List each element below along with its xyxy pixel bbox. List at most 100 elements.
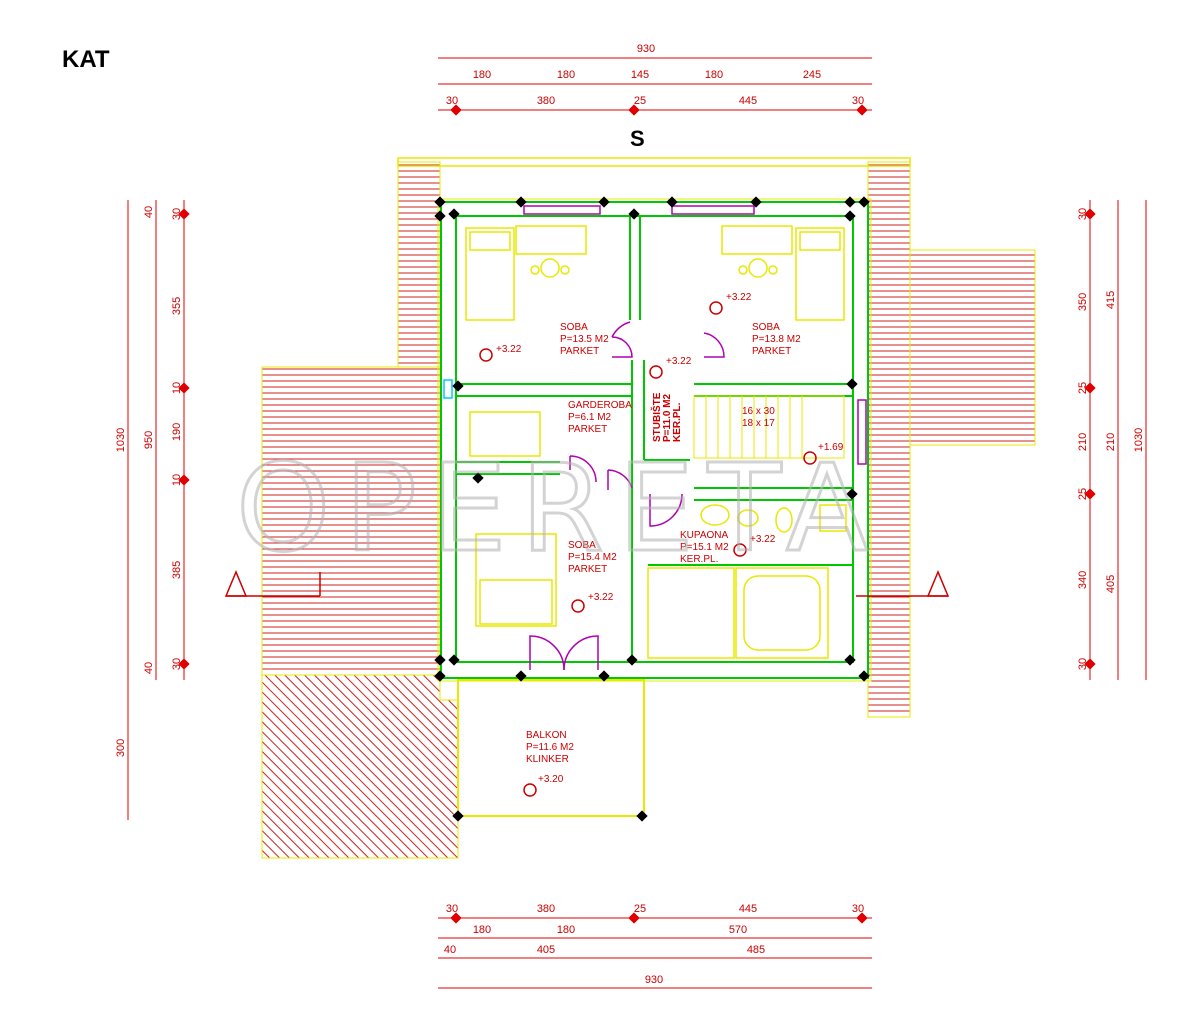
dim-left-in-3: 10 — [171, 382, 183, 394]
balcony-outline — [457, 679, 645, 817]
room-soba-2: SOBA P=13.8 M2 PARKET +3.22 — [726, 292, 801, 357]
dim-bot-r1-4: 445 — [739, 903, 757, 915]
dim-bot-r1-5: 30 — [852, 903, 864, 915]
watermark: OPERETA — [236, 440, 882, 579]
staircase — [693, 395, 845, 459]
room-area: P=15.1 M2 — [680, 542, 729, 553]
outer-walls — [437, 198, 872, 682]
room-area: P=11.0 M2 — [662, 393, 673, 442]
room-floor: PARKET — [568, 564, 607, 575]
dim-top-r1-4: 180 — [705, 69, 723, 81]
hall-level: +3.22 — [666, 356, 692, 367]
stairs-steps-2: 18 x 17 — [742, 418, 775, 429]
room-level: +3.22 — [588, 592, 614, 603]
dim-right-in-2: 350 — [1077, 293, 1089, 311]
dim-bot-r2-2: 180 — [557, 924, 575, 936]
dim-right-in-7: 30 — [1077, 658, 1089, 670]
room-label: SOBA — [560, 322, 588, 333]
roof-hatching — [261, 157, 1036, 859]
room-garderoba: GARDEROBA P=6.1 M2 PARKET — [568, 400, 632, 435]
room-label: SOBA — [568, 540, 596, 551]
room-label: SOBA — [752, 322, 780, 333]
room-floor: KLINKER — [526, 754, 569, 765]
room-kupaona: KUPAONA P=15.1 M2 KER.PL. +3.22 — [680, 530, 776, 565]
room-area: P=11.6 M2 — [526, 742, 574, 753]
north-indicator: S — [630, 126, 645, 151]
room-label: BALKON — [526, 730, 567, 741]
interior-walls — [456, 216, 853, 660]
room-area: P=15.4 M2 — [568, 552, 617, 563]
room-area: P=13.8 M2 — [752, 334, 801, 345]
dim-right-mid-1: 415 — [1105, 291, 1117, 309]
dim-right-in-4: 210 — [1077, 433, 1089, 451]
dim-top-r1-3: 145 — [631, 69, 649, 81]
dim-right-outer: 1030 — [1133, 428, 1145, 452]
dim-left-outer-1: 1030 — [115, 428, 127, 452]
level-markers — [479, 301, 817, 797]
dim-bot-r3-2: 405 — [537, 944, 555, 956]
dim-right-in-5: 25 — [1077, 488, 1089, 500]
room-floor: PARKET — [752, 346, 791, 357]
room-area: P=6.1 M2 — [568, 412, 612, 423]
room-stubiste: STUBIŠTE P=11.0 M2 KER.PL. — [650, 392, 683, 442]
dim-bot-r3-3: 485 — [747, 944, 765, 956]
section-markers — [224, 570, 950, 597]
dim-bot-r3-1: 40 — [444, 944, 456, 956]
dim-bot-r2-1: 180 — [473, 924, 491, 936]
room-soba-3: SOBA P=15.4 M2 PARKET +3.22 — [568, 540, 617, 603]
room-level: +3.22 — [726, 292, 752, 303]
room-label: KUPAONA — [680, 530, 728, 541]
stairs-level: +1.69 — [818, 442, 844, 453]
stairs-labels: 16 x 30 18 x 17 +1.69 — [742, 406, 844, 453]
dim-right-in-6: 340 — [1077, 571, 1089, 589]
dim-top-r2-2: 380 — [537, 95, 555, 107]
room-floor: KER.PL. — [680, 554, 718, 565]
dim-left-in-1: 30 — [171, 208, 183, 220]
dim-top-r2-5: 30 — [852, 95, 864, 107]
dimension-ticks — [178, 104, 1096, 924]
dim-top-r1-2: 180 — [557, 69, 575, 81]
dim-right-mid-3: 405 — [1105, 575, 1117, 593]
room-label: GARDEROBA — [568, 400, 632, 411]
room-floor: KER.PL. — [672, 402, 683, 442]
furniture — [465, 225, 847, 659]
dim-left-outer-2: 300 — [115, 739, 127, 757]
dim-top-r2-3: 25 — [634, 95, 646, 107]
dim-left-in-7: 30 — [171, 658, 183, 670]
dim-left-mid-3: 40 — [143, 662, 155, 674]
room-floor: PARKET — [568, 424, 607, 435]
dim-left-in-2: 355 — [171, 297, 183, 315]
room-level: +3.22 — [496, 344, 522, 355]
dim-left-in-5: 10 — [171, 474, 183, 486]
dim-right-mid-2: 210 — [1105, 433, 1117, 451]
dim-top-r1-1: 180 — [473, 69, 491, 81]
dim-bot-total: 930 — [645, 974, 663, 986]
page-title: KAT — [62, 46, 110, 73]
dim-top-total: 930 — [637, 43, 655, 55]
room-label: STUBIŠTE — [650, 392, 663, 442]
dim-bot-r1-2: 380 — [537, 903, 555, 915]
dim-left-in-6: 385 — [171, 561, 183, 579]
dim-right-in-3: 25 — [1077, 382, 1089, 394]
stairs-steps-1: 16 x 30 — [742, 406, 775, 417]
dim-bot-r2-3: 570 — [729, 924, 747, 936]
column-markers — [434, 196, 870, 822]
dim-left-mid-2: 950 — [143, 431, 155, 449]
dim-right-in-1: 30 — [1077, 208, 1089, 220]
room-balkon: BALKON P=11.6 M2 KLINKER +3.20 — [526, 730, 574, 785]
dim-left-in-4: 190 — [171, 423, 183, 441]
dim-top-r2-1: 30 — [446, 95, 458, 107]
room-level: +3.22 — [750, 534, 776, 545]
room-soba-1: SOBA P=13.5 M2 PARKET +3.22 — [496, 322, 609, 357]
dim-bot-r1-1: 30 — [446, 903, 458, 915]
room-level: +3.20 — [538, 774, 564, 785]
dim-top-r2-4: 445 — [739, 95, 757, 107]
dim-left-mid-1: 40 — [143, 206, 155, 218]
dim-top-r1-5: 245 — [803, 69, 821, 81]
dim-bot-r1-3: 25 — [634, 903, 646, 915]
room-floor: PARKET — [560, 346, 599, 357]
dimension-lines — [127, 57, 1147, 989]
doors — [443, 205, 867, 671]
room-area: P=13.5 M2 — [560, 334, 609, 345]
